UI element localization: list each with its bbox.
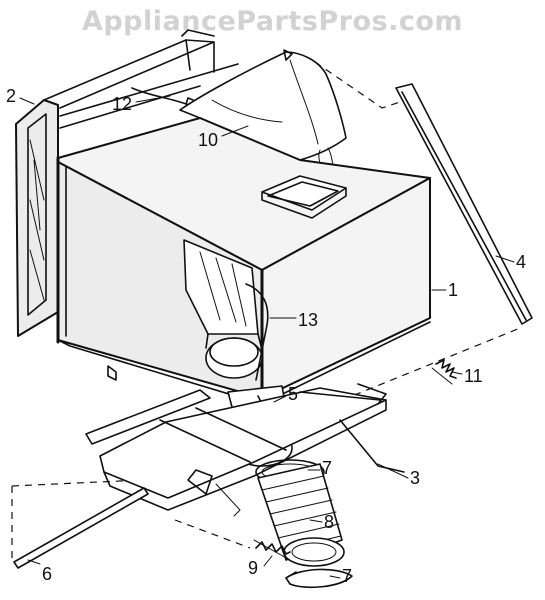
front-funnel	[183, 239, 263, 379]
callout-6: 6	[42, 564, 52, 584]
part-3-bottom-tray	[85, 383, 405, 517]
callout-1: 1	[448, 280, 458, 300]
part-11-spring	[431, 359, 457, 385]
part-1-housing	[56, 117, 431, 405]
part-7-clamp-lower	[285, 568, 353, 589]
part-2-window-frame	[15, 29, 239, 337]
callout-2: 2	[6, 86, 16, 106]
part-4-side-rail	[395, 83, 533, 325]
callout-7-upper: 7	[322, 458, 332, 478]
leader-lines	[19, 95, 515, 579]
callout-9: 9	[248, 558, 258, 578]
part-6-rod	[13, 487, 149, 569]
callout-10: 10	[198, 130, 218, 150]
callout-4: 4	[516, 252, 526, 272]
callout-12: 12	[112, 94, 132, 114]
callout-7-lower: 7	[342, 566, 352, 586]
callout-3: 3	[410, 468, 420, 488]
part-13-wire	[245, 283, 269, 381]
part-9-spring	[253, 539, 291, 561]
watermark: AppliancePartsPros.com	[81, 6, 464, 37]
part-8-flex-hose	[257, 463, 345, 567]
callout-8: 8	[324, 512, 334, 532]
callout-13: 13	[298, 310, 318, 330]
callout-11: 11	[464, 366, 483, 386]
callout-labels: 1 2 3 4 5 6 7 7 8 9 10 11 12 13	[6, 86, 526, 586]
callout-5: 5	[288, 384, 298, 404]
